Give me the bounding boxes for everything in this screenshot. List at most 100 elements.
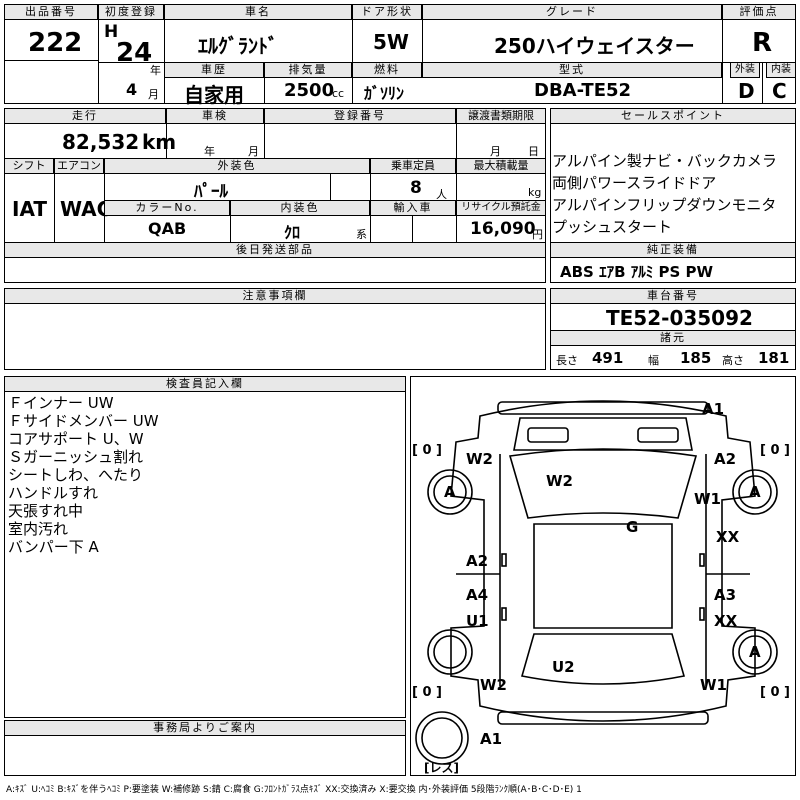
reg-no-label: 登録番号 bbox=[264, 108, 456, 124]
car-diagram-block bbox=[410, 376, 796, 776]
rear-window bbox=[520, 633, 686, 685]
tire-rear-right bbox=[732, 629, 778, 675]
width-value: 185 bbox=[680, 349, 712, 367]
damage-code: G bbox=[626, 518, 638, 536]
era-value: H bbox=[104, 22, 119, 42]
model-label: 型式 bbox=[422, 62, 722, 78]
inspector-label: 検査員記入欄 bbox=[4, 376, 406, 392]
displacement-value: 2500 bbox=[284, 80, 335, 101]
exterior-grade: D bbox=[738, 79, 755, 103]
divider bbox=[164, 4, 165, 104]
roof bbox=[533, 523, 673, 629]
damage-code: A bbox=[749, 483, 761, 501]
import-label: 輸入車 bbox=[370, 200, 456, 216]
damage-code: XX bbox=[714, 612, 738, 630]
recycle-value: 16,090 bbox=[470, 219, 536, 239]
sales-point-item: 両側パワースライドドア bbox=[552, 174, 717, 192]
hood-line bbox=[513, 417, 693, 451]
divider bbox=[264, 108, 265, 158]
note-item: 天張すれ中 bbox=[8, 502, 84, 520]
max-load-label: 最大積載量 bbox=[456, 158, 546, 174]
divider bbox=[230, 200, 231, 242]
month-value: 4 bbox=[126, 80, 138, 99]
front-bumper bbox=[497, 401, 709, 415]
damage-code: A3 bbox=[714, 586, 736, 604]
divider bbox=[456, 108, 457, 158]
genuine-value: ABS ｴｱB ｱﾙﾐ PS PW bbox=[560, 263, 714, 281]
legend-text: A:ｷｽﾞ U:ﾍｺﾐ B:ｷｽﾞを伴うﾍｺﾐ P:要塗装 W:補修跡 S:錆 … bbox=[6, 785, 582, 795]
note-item: 室内汚れ bbox=[8, 520, 69, 538]
note-item: Ｓガーニッシュ割れ bbox=[8, 448, 144, 466]
tire-rear-left bbox=[427, 629, 473, 675]
width-label: 幅 bbox=[648, 354, 659, 367]
specs-label: 諸元 bbox=[550, 330, 796, 346]
tire-label-rl: [ 0 ] bbox=[412, 685, 442, 700]
door-label: ドア形状 bbox=[352, 4, 422, 20]
tire-rear-right-inner bbox=[738, 635, 772, 669]
car-name-value: ｴﾙｸﾞﾗﾝﾄﾞ bbox=[198, 34, 278, 58]
score-value: R bbox=[752, 28, 773, 58]
office-label: 事務局よりご案内 bbox=[4, 720, 406, 736]
history-value: 自家用 bbox=[184, 83, 244, 107]
ext-color-value: ﾊﾟｰﾙ bbox=[194, 182, 228, 202]
left-handle bbox=[501, 553, 507, 567]
person-unit: 人 bbox=[436, 188, 447, 201]
damage-code: W1 bbox=[700, 676, 727, 694]
insp-month-unit: 月 bbox=[248, 145, 259, 158]
headlight-right bbox=[637, 427, 679, 443]
mileage-label: 走行 bbox=[4, 108, 166, 124]
interior-grade: C bbox=[772, 79, 787, 103]
divider bbox=[98, 62, 164, 63]
inspection-label: 車検 bbox=[166, 108, 264, 124]
fuel-label: 燃料 bbox=[352, 62, 422, 78]
tire-label-fl: [ 0 ] bbox=[412, 443, 442, 458]
divider bbox=[412, 216, 413, 242]
later-parts-label: 後日発送部品 bbox=[4, 242, 546, 258]
color-no-value: QAB bbox=[148, 219, 187, 238]
kei-unit: 系 bbox=[356, 228, 367, 241]
damage-code: A2 bbox=[466, 552, 488, 570]
int-color-value: ｸﾛ bbox=[284, 223, 301, 242]
tire-front-right bbox=[732, 469, 778, 515]
damage-code: XX bbox=[716, 528, 740, 546]
note-item: バンパー下 A bbox=[8, 538, 99, 556]
tire-label-rr: [ 0 ] bbox=[760, 685, 790, 700]
damage-code: U1 bbox=[466, 612, 489, 630]
aircon-label: エアコン bbox=[54, 158, 104, 174]
damage-code: A bbox=[749, 643, 761, 661]
divider bbox=[330, 174, 331, 200]
tr-month-unit: 月 bbox=[490, 145, 501, 158]
genuine-label: 純正装備 bbox=[550, 242, 796, 258]
note-item: ハンドルすれ bbox=[8, 484, 99, 502]
spare-tire bbox=[415, 711, 469, 765]
divider bbox=[98, 4, 99, 104]
tr-day-unit: 日 bbox=[528, 145, 539, 158]
divider bbox=[762, 62, 763, 104]
yen-unit: 円 bbox=[532, 228, 543, 241]
mileage-value: 82,532 bbox=[62, 130, 140, 154]
note-item: Ｆインナー UW bbox=[8, 394, 114, 412]
interior-label: 内装 bbox=[766, 62, 796, 78]
caution-label: 注意事項欄 bbox=[4, 288, 546, 304]
damage-code: A1 bbox=[702, 400, 724, 418]
grade-value: 250ハイウェイスター bbox=[494, 34, 695, 58]
sales-point-item: アルパインフリップダウンモニタ bbox=[552, 196, 777, 214]
shift-value: IAT bbox=[12, 197, 48, 221]
history-label: 車歴 bbox=[164, 62, 264, 78]
rear-bumper bbox=[497, 711, 709, 725]
car-diagram: [ 0 ] [ 0 ] [ 0 ] [ 0 ] [レス] A1 W2 A2 A … bbox=[412, 400, 790, 775]
windshield bbox=[508, 448, 698, 519]
damage-code: W1 bbox=[694, 490, 721, 508]
note-item: シートしわ、へたり bbox=[8, 466, 144, 484]
year-value: 24 bbox=[116, 38, 153, 68]
divider bbox=[166, 108, 167, 158]
lot-no-value: 222 bbox=[28, 28, 83, 58]
divider bbox=[352, 62, 353, 104]
right-handle bbox=[699, 553, 705, 567]
height-label: 高さ bbox=[722, 354, 744, 367]
note-item: コアサポート U、W bbox=[8, 430, 144, 448]
sales-point-label: セールスポイント bbox=[550, 108, 796, 124]
divider bbox=[4, 60, 98, 61]
first-reg-label: 初度登録 bbox=[98, 4, 164, 20]
tire-front-left bbox=[427, 469, 473, 515]
